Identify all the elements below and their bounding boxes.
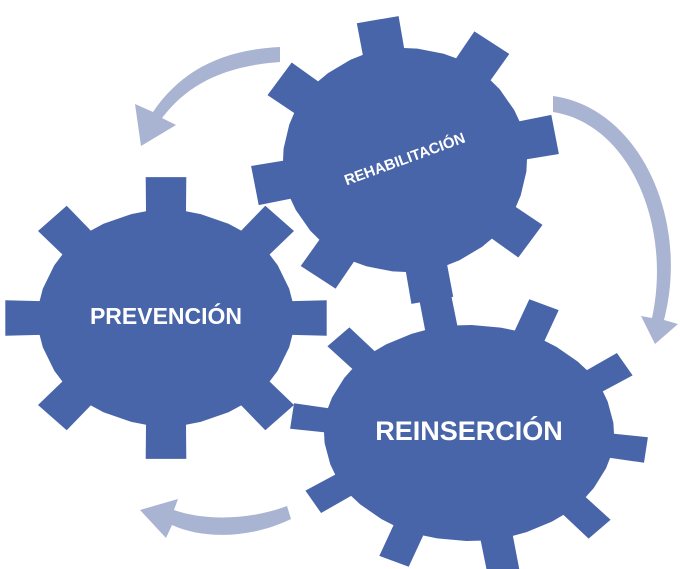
- arrow-rehabilitacion-to-prevencion: [135, 47, 280, 146]
- gear-rehabilitacion-shape: [251, 16, 559, 304]
- arrow-rehabilitacion-to-reinsercion: [553, 96, 678, 344]
- gear-rehabilitacion: REHABILITACIÓN: [251, 16, 559, 304]
- cycle-arrows: [135, 47, 678, 538]
- gear-prevencion: PREVENCIÓN: [5, 177, 327, 459]
- gear-reinsercion-shape: [290, 291, 648, 569]
- gear-reinsercion-label: REINSERCIÓN: [375, 415, 563, 446]
- gear-reinsercion: REINSERCIÓN: [290, 291, 648, 569]
- arrow-reinsercion-to-prevencion: [140, 499, 291, 538]
- gear-prevencion-label: PREVENCIÓN: [90, 302, 242, 329]
- gear-prevencion-shape: [5, 177, 327, 459]
- gears: REHABILITACIÓN PREVENCIÓN REINSERCIÓN: [5, 16, 648, 569]
